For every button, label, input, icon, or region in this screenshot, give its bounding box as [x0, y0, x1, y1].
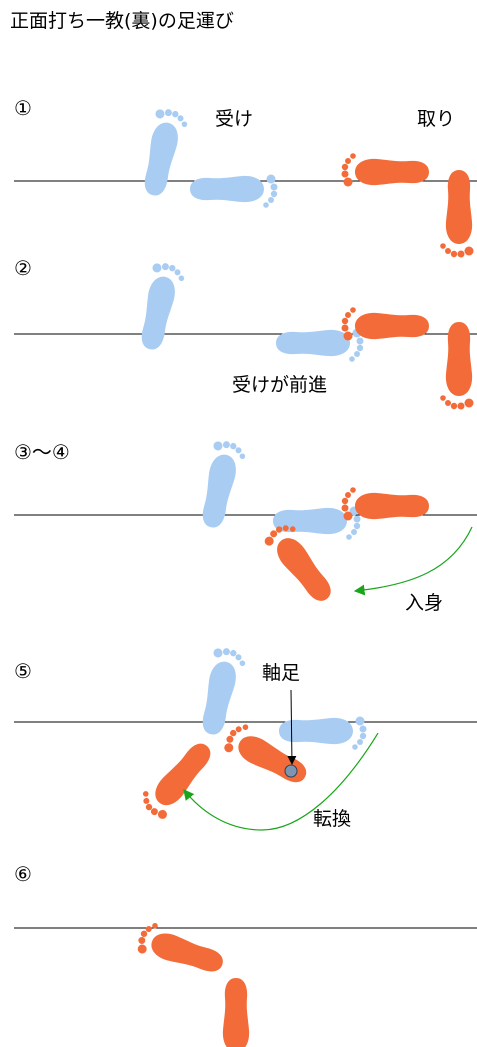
- uke-foot: [138, 106, 190, 200]
- step-2-number: ②: [14, 256, 32, 280]
- tori-label: 取り: [417, 108, 456, 130]
- uke-advances-label: 受けが前進: [232, 374, 328, 396]
- irimi-label: 入身: [405, 592, 444, 614]
- step-5-number: ⑤: [14, 659, 32, 683]
- tori-foot: [341, 153, 429, 187]
- tori-foot: [341, 487, 429, 521]
- irimi-arrow: [353, 526, 473, 596]
- uke-foot: [273, 506, 361, 540]
- pivot-marker: [284, 764, 298, 778]
- tori-foot: [440, 322, 474, 410]
- tenkan-label: 転換: [313, 808, 352, 830]
- tori-foot: [217, 978, 251, 1047]
- page-title: 正面打ち一教(裏)の足運び: [10, 10, 234, 32]
- step-3-4-number: ③～④: [14, 440, 70, 464]
- tori-foot: [136, 733, 218, 823]
- uke-foot: [135, 260, 187, 354]
- uke-foot: [190, 174, 278, 208]
- pivot-foot-label: 軸足: [262, 662, 301, 684]
- tenkan-arrow: [183, 732, 379, 831]
- uke-foot: [196, 438, 248, 532]
- uke-foot: [196, 645, 248, 739]
- pivot-pointer-arrow: [287, 689, 297, 765]
- uke-label: 受け: [215, 108, 254, 130]
- step-1-number: ①: [14, 96, 32, 120]
- step-6-number: ⑥: [14, 862, 32, 886]
- tori-foot: [440, 170, 474, 258]
